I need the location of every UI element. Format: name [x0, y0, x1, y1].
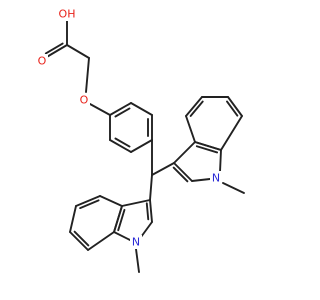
label-bg: [130, 235, 142, 249]
lower-benzo: [69, 205, 77, 233]
lower-benzo-shared-inner: [117, 208, 126, 232]
bond-layer: [44, 19, 245, 273]
bond-ch-lower-indole: [149, 174, 153, 201]
lower-c3-c2-inner: [145, 202, 150, 221]
phenyl-bond: [130, 102, 153, 116]
label-bg: [78, 93, 90, 107]
upper-benzo: [220, 115, 243, 151]
lower-benzo-inner: [79, 199, 100, 210]
bond-ch2-o: [85, 57, 90, 93]
upper-benzo-shared-inner: [195, 145, 219, 154]
phenyl-bond: [109, 139, 132, 153]
lower-c2-n: [140, 221, 153, 238]
lower-benzo: [69, 231, 89, 251]
upper-benzo-inner: [189, 100, 204, 117]
label-bg: [210, 171, 222, 185]
bond-o-ring: [89, 103, 111, 116]
upper-c3-c2-inner: [172, 166, 189, 183]
phenyl-bond: [109, 102, 132, 116]
upper-c3-c3a: [173, 141, 196, 164]
lower-benzo: [75, 195, 101, 207]
label-bg: [57, 6, 77, 21]
lower-indole-nitrogen-label: N: [132, 236, 140, 249]
bond-c-o-carbonyl-inner: [44, 42, 64, 55]
atom-label-layer: OH O O N N: [36, 6, 222, 249]
lower-benzo-inner: [73, 230, 90, 247]
upper-n-methyl: [222, 182, 245, 194]
ether-oxygen-label: O: [80, 94, 89, 107]
upper-benzo: [185, 96, 203, 117]
phenyl-bond: [130, 139, 153, 153]
upper-n-c7a: [219, 149, 222, 173]
upper-benzo: [227, 96, 243, 117]
label-bg: [36, 54, 48, 68]
lower-c3-c2: [149, 199, 153, 223]
upper-benzo-inner: [226, 100, 239, 117]
bond-ch-upper-indole: [151, 162, 175, 176]
upper-benzo-shared: [194, 141, 222, 151]
molecule-structure: OH O O N N: [36, 6, 245, 273]
phenyl-bond-inner: [114, 137, 131, 148]
carbonyl-oxygen-label: O: [38, 55, 47, 68]
bond-c-ch2: [66, 44, 90, 59]
lower-benzo: [99, 195, 123, 207]
lower-n-c7a: [113, 231, 131, 241]
phenyl-bond-inner: [114, 107, 131, 118]
upper-c3-c2: [173, 162, 193, 182]
lower-c3-c3a: [121, 199, 151, 207]
upper-benzo: [185, 115, 196, 143]
lower-benzo: [87, 231, 115, 251]
bond-c-o-carbonyl: [44, 44, 68, 59]
upper-c2-n: [191, 178, 211, 182]
lower-benzo-shared: [113, 205, 123, 233]
lower-n-methyl: [135, 248, 140, 273]
hydroxyl-label: OH: [59, 8, 76, 21]
upper-indole-nitrogen-label: N: [212, 172, 220, 185]
